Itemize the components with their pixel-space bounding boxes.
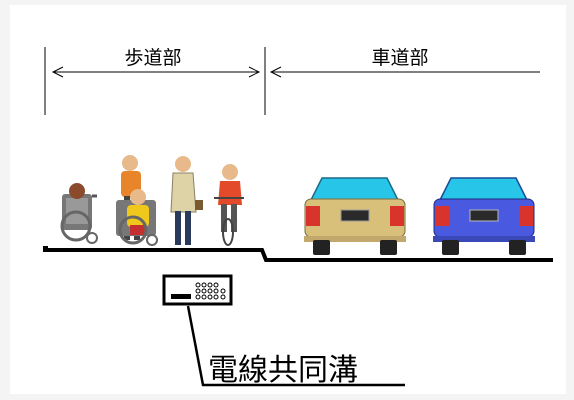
pedestrian-icon <box>170 156 203 245</box>
conduit-leader-line <box>186 305 405 387</box>
wheelchair-user-icon <box>60 183 98 244</box>
dimension-lines <box>44 47 540 115</box>
sidewalk-label: 歩道部 <box>124 47 181 69</box>
car-rear-icon <box>433 177 535 255</box>
cyclist-icon <box>214 164 244 246</box>
conduit-label: 電線共同溝 <box>208 353 358 388</box>
ground-line <box>43 246 553 262</box>
assisted-wheelchair-icon <box>116 155 158 246</box>
roadway-label: 車道部 <box>371 47 428 69</box>
utility-conduit-icon <box>162 274 233 306</box>
roadway-width-arrow <box>269 66 540 78</box>
car-rear-icon <box>304 177 406 255</box>
sidewalk-width-arrow <box>51 66 261 78</box>
